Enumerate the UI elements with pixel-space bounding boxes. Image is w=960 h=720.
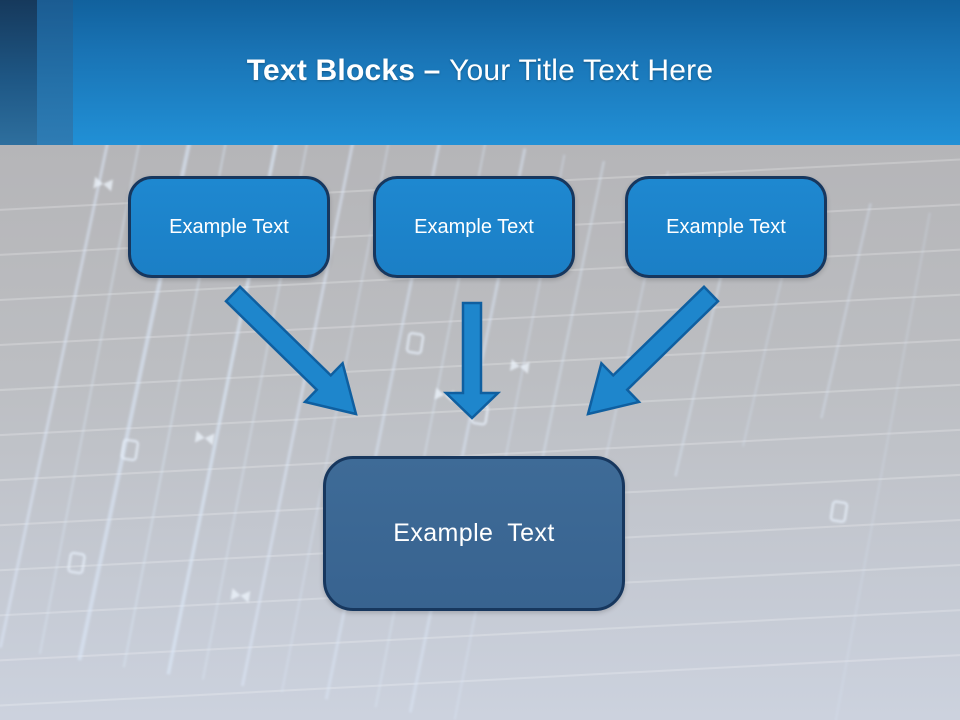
text-block-2: Example Text — [373, 176, 575, 278]
slide-title-subtitle: Your Title Text Here — [449, 54, 714, 87]
header-accent-stripe-medium — [37, 0, 73, 145]
arrow-down-icon — [442, 301, 502, 420]
slide-title: Text Blocks – Your Title Text Here — [0, 52, 960, 90]
target-text-block: Example Text — [323, 456, 625, 611]
header-accent-stripe-dark — [0, 0, 37, 145]
slide-title-topic: Text Blocks – — [246, 54, 450, 87]
text-block-3-label: Example Text — [666, 215, 786, 238]
slide-header — [0, 0, 960, 145]
arrow-down-left-icon — [586, 285, 720, 416]
text-block-1: Example Text — [128, 176, 330, 278]
text-block-3: Example Text — [625, 176, 827, 278]
text-block-2-label: Example Text — [414, 215, 534, 238]
target-text-block-label: Example Text — [393, 519, 555, 547]
arrow-down-right-icon — [224, 285, 358, 416]
text-block-1-label: Example Text — [169, 215, 289, 238]
